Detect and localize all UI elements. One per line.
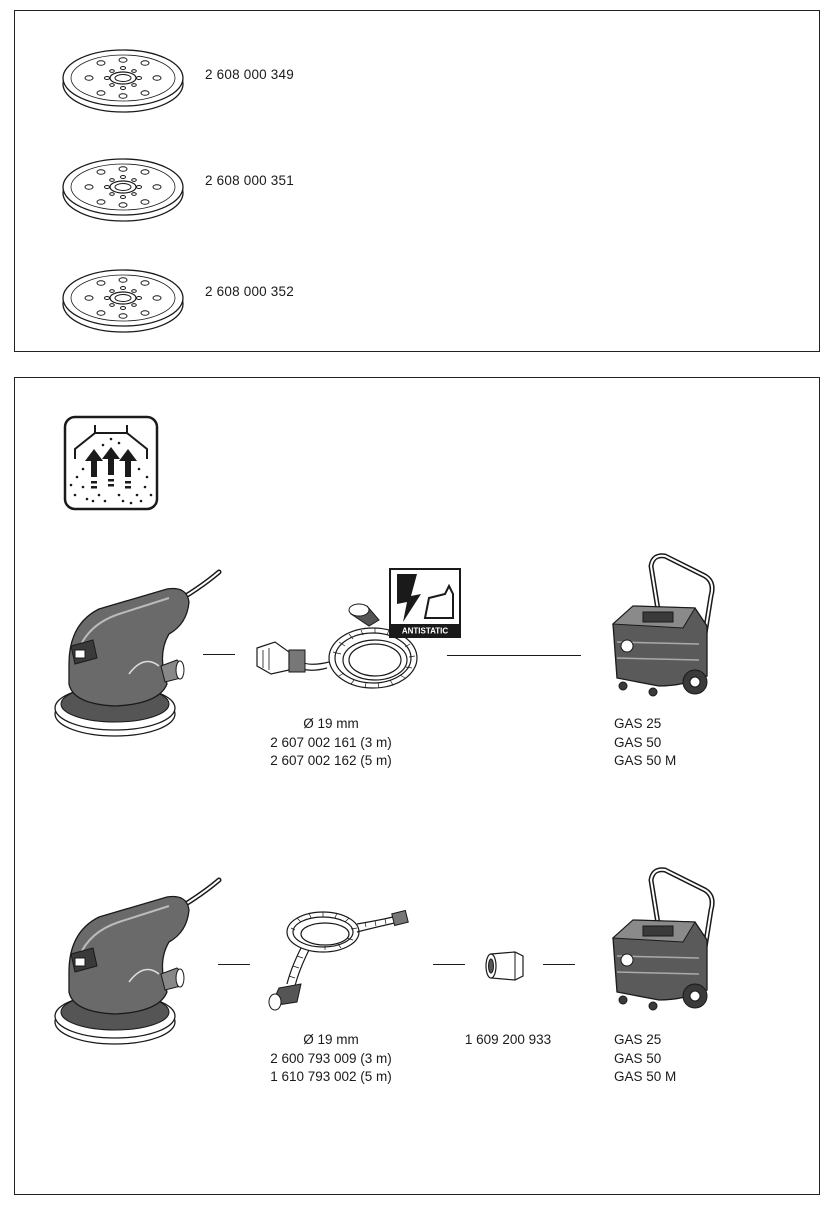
extractor-models: GAS 25 GAS 50 GAS 50 M <box>614 1031 676 1087</box>
extractor-model: GAS 25 <box>614 1032 662 1047</box>
extractor-model: GAS 50 M <box>614 753 677 768</box>
extraction-hose-icon <box>268 909 409 1011</box>
connector-line <box>433 964 465 965</box>
extractor-model: GAS 25 <box>614 716 662 731</box>
extractor-models: GAS 25 GAS 50 GAS 50 M <box>614 715 676 771</box>
dust-extractor-icon <box>603 546 723 706</box>
adapter-caption: 1 609 200 933 <box>433 1031 583 1050</box>
extractor-model: GAS 50 <box>614 734 662 750</box>
extractor-model: GAS 50 <box>614 1050 662 1066</box>
sanding-pad-icon <box>62 158 184 222</box>
antistatic-icon: ANTISTATIC <box>389 568 461 638</box>
hose-part-5m: 2 607 002 162 (5 m) <box>270 753 392 768</box>
hose-diameter: Ø 19 mm <box>303 1032 359 1047</box>
pad-part-number: 2 608 000 351 <box>205 173 294 188</box>
hose-caption: Ø 19 mm 2 600 793 009 (3 m) 1 610 793 00… <box>256 1031 406 1087</box>
connector-line <box>543 964 575 965</box>
hose-part-5m: 1 610 793 002 (5 m) <box>270 1069 392 1084</box>
sanding-pad-icon <box>62 269 184 333</box>
dust-extraction-panel: ANTISTATIC Ø 19 mm 2 607 002 161 (3 m) 2… <box>14 377 820 1195</box>
adapter-icon <box>485 951 524 981</box>
pad-part-number: 2 608 000 349 <box>205 67 294 82</box>
sanding-pad-icon <box>62 49 184 113</box>
connector-line <box>447 655 581 656</box>
orbital-sander-icon <box>49 554 229 744</box>
extractor-model: GAS 50 M <box>614 1069 677 1084</box>
hose-part-3m: 2 607 002 161 (3 m) <box>270 734 392 750</box>
hose-caption: Ø 19 mm 2 607 002 161 (3 m) 2 607 002 16… <box>256 715 406 771</box>
hose-part-3m: 2 600 793 009 (3 m) <box>270 1050 392 1066</box>
connector-line <box>218 964 250 965</box>
extraction-hose-icon <box>256 603 418 689</box>
dust-extraction-icon <box>63 415 159 511</box>
antistatic-label: ANTISTATIC <box>402 627 449 636</box>
pad-part-number: 2 608 000 352 <box>205 284 294 299</box>
dust-extractor-icon <box>603 860 723 1020</box>
connector-line <box>203 654 235 655</box>
sanding-pads-panel: 2 608 000 349 2 608 000 351 2 608 000 35… <box>14 10 820 352</box>
hose-diameter: Ø 19 mm <box>303 716 359 731</box>
orbital-sander-icon <box>49 862 229 1052</box>
adapter-part-number: 1 609 200 933 <box>464 1032 552 1047</box>
